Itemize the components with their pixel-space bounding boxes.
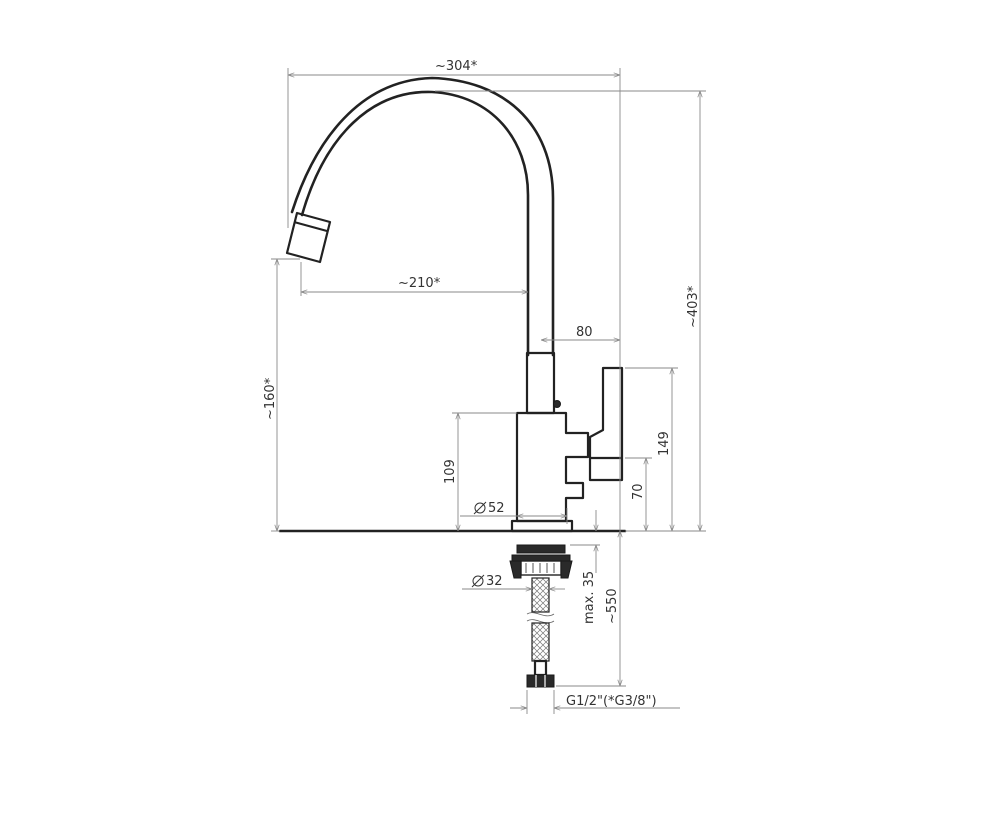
dim-outlet-height: ~160*: [263, 377, 278, 420]
dim-body-height: 109: [443, 459, 458, 484]
fixing-nut: [516, 544, 566, 554]
fixing-bracket-right: [560, 560, 573, 579]
hose-break-mark: [526, 612, 555, 624]
spout-aerator: [285, 211, 332, 264]
fixing-bracket-left: [509, 560, 522, 579]
flexible-hose-lower: [531, 622, 550, 662]
base-rosette: [510, 519, 574, 533]
dim-lever-offset: 80: [576, 325, 593, 340]
dimension-lines: ~304* ~403* ~210* ~160* 80 149 70 109: [263, 59, 706, 714]
hose-ferrule: [533, 659, 548, 677]
dim-max-countertop: max. 35: [582, 571, 597, 624]
swivel-collar: [525, 351, 556, 415]
dim-connection-thread: G1/2"(*G3/8"): [566, 694, 657, 709]
dim-overall-height: ~403*: [686, 285, 701, 328]
spout-inner-curve: [290, 76, 555, 357]
hose-connector-nut: [526, 674, 555, 688]
diameter-symbol-32: [471, 574, 485, 588]
fixing-threads: [520, 560, 562, 576]
lever-handle: [588, 366, 624, 482]
dim-shank-diameter: 32: [486, 574, 503, 589]
dim-overall-width: ~304*: [435, 59, 478, 74]
aerator-ring: [293, 220, 328, 233]
diameter-symbol-52: [473, 501, 487, 515]
dim-spout-reach: ~210*: [398, 276, 441, 291]
spout-outer-curve: [300, 90, 530, 357]
collar-screw: [553, 400, 561, 408]
faucet-outline: [278, 76, 627, 688]
dim-base-to-lever: 70: [631, 483, 646, 500]
dim-lever-height: 149: [657, 431, 672, 456]
fixing-washer: [511, 554, 571, 562]
dim-base-diameter: 52: [488, 501, 505, 516]
faucet-body: [515, 411, 590, 523]
flexible-hose-upper: [531, 577, 550, 613]
dim-hose-length: ~550: [605, 588, 620, 624]
